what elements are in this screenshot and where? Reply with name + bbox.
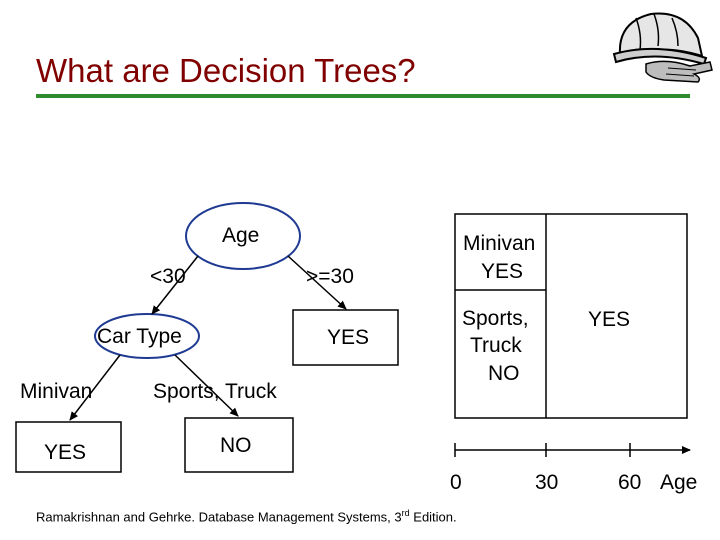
slide-title: What are Decision Trees? <box>36 52 416 89</box>
citation-text: Ramakrishnan and Gehrke. Database Manage… <box>36 509 402 525</box>
leaf-no-label: NO <box>220 434 252 457</box>
region-sports-line1: Sports, <box>462 307 529 330</box>
yes-leaf-box-minivan <box>15 421 122 473</box>
citation-suffix: Edition. <box>409 509 457 525</box>
edge-label-gte30: >=30 <box>306 265 354 288</box>
leaf-yes-right-label: YES <box>327 326 370 349</box>
hard-hat-and-gloves-icon <box>612 12 713 83</box>
edge-label-minivan: Minivan <box>20 380 93 403</box>
region-sports-line3: NO <box>488 362 520 385</box>
edge-label-sports-truck: Sports, Truck <box>153 380 277 403</box>
partition-box <box>454 213 688 419</box>
no-leaf-box <box>184 417 294 473</box>
edge-gte30 <box>287 255 347 310</box>
edge-label-lt30: <30 <box>150 265 186 288</box>
edge-sports-truck <box>174 354 239 417</box>
region-sports-line2: Truck <box>470 334 522 357</box>
region-minivan-line2: YES <box>481 260 524 283</box>
axis-tick-label-60: 60 <box>618 471 642 494</box>
citation-superscript: rd <box>401 508 410 518</box>
axis-tick-label-0: 0 <box>450 471 462 494</box>
root-node-ellipse <box>185 202 301 270</box>
region-minivan-line1: Minivan <box>463 232 536 255</box>
car-type-node-ellipse <box>94 313 200 359</box>
region-right-label: YES <box>588 308 631 331</box>
car-type-node-label: Car Type <box>97 325 182 348</box>
title-underline <box>36 94 690 98</box>
edge-lt30 <box>151 255 199 315</box>
edge-minivan <box>69 354 121 421</box>
leaf-yes-minivan-label: YES <box>44 441 87 464</box>
axis-label-age: Age <box>660 471 698 494</box>
citation-footer: Ramakrishnan and Gehrke. Database Manage… <box>36 508 457 524</box>
axis-tick-label-30: 30 <box>535 471 559 494</box>
yes-leaf-box-right <box>292 309 399 366</box>
root-node-label: Age <box>222 224 260 247</box>
